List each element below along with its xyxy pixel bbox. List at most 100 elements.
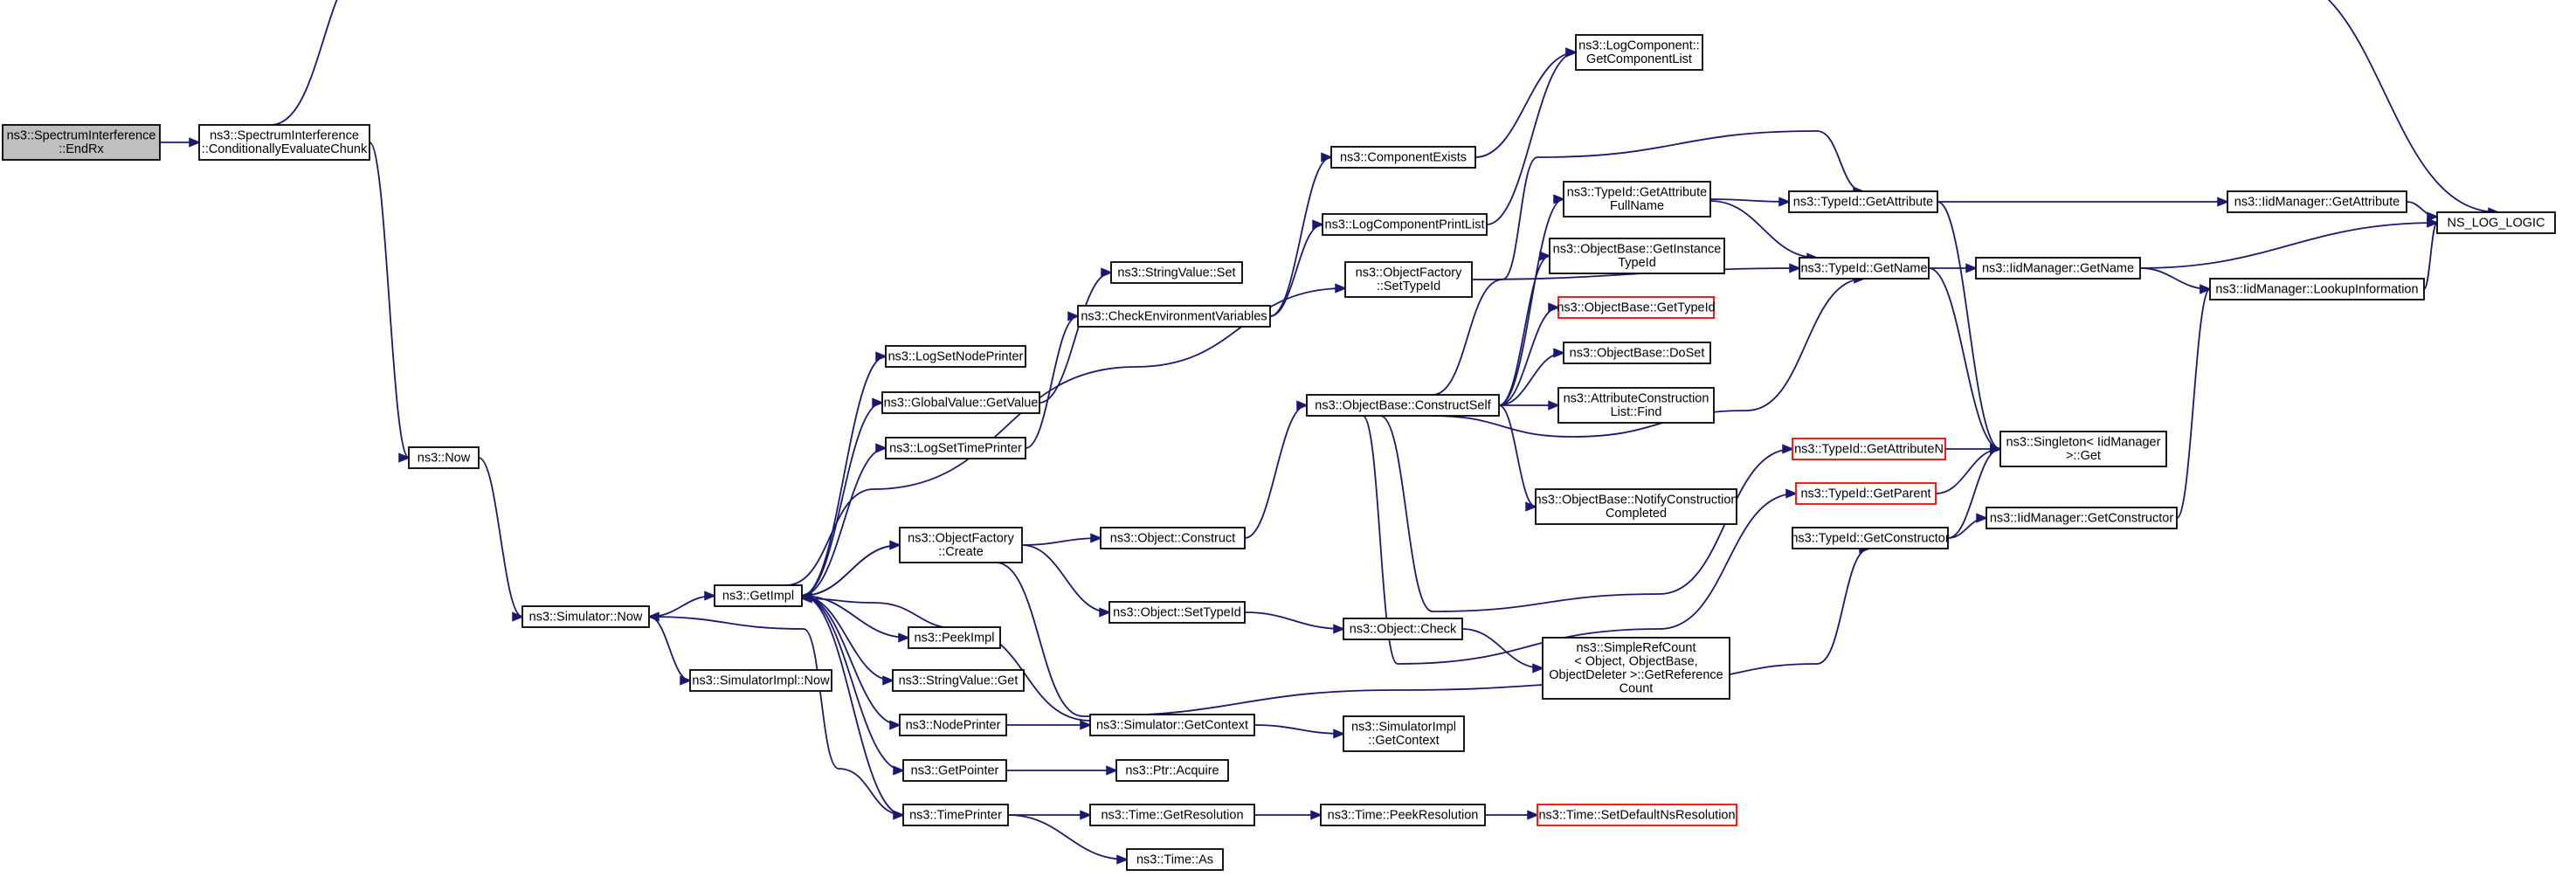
node-logsettimeprinter[interactable]: ns3::LogSetTimePrinter xyxy=(885,437,1026,459)
node-typeidgetconstructor[interactable]: ns3::TypeId::GetConstructor xyxy=(1791,527,1950,549)
node-box[interactable] xyxy=(2209,278,2425,300)
node-box[interactable] xyxy=(1975,257,2141,280)
node-nodeprinter[interactable]: ns3::NodePrinter xyxy=(899,714,1007,736)
node-typeidgetname[interactable]: ns3::TypeId::GetName xyxy=(1799,257,1930,280)
node-box[interactable] xyxy=(689,669,832,692)
node-cond[interactable]: ns3::SpectrumInterference::Conditionally… xyxy=(198,124,370,161)
node-box[interactable] xyxy=(1126,848,1224,871)
node-box[interactable] xyxy=(1792,438,1946,460)
node-box[interactable] xyxy=(1795,482,1937,505)
node-box[interactable] xyxy=(1792,527,1949,549)
node-box[interactable] xyxy=(892,669,1025,692)
node-box[interactable] xyxy=(1557,387,1715,424)
node-objectsettypeid[interactable]: ns3::Object::SetTypeId xyxy=(1108,601,1246,624)
node-box[interactable] xyxy=(1089,714,1255,736)
node-box[interactable] xyxy=(1986,507,2178,529)
node-box[interactable] xyxy=(1535,488,1737,525)
node-globalvalue[interactable]: ns3::GlobalValue::GetValue xyxy=(881,391,1040,414)
node-setdefaultns[interactable]: ns3::Time::SetDefaultNsResolution xyxy=(1537,804,1737,826)
node-box[interactable] xyxy=(1322,213,1488,236)
node-simimplnow[interactable]: ns3::SimulatorImpl::Now xyxy=(689,669,832,692)
node-box[interactable] xyxy=(881,391,1040,414)
node-box[interactable] xyxy=(1999,431,2167,467)
node-box[interactable] xyxy=(908,626,1001,649)
node-typeidgetattr[interactable]: ns3::TypeId::GetAttribute xyxy=(1788,190,1938,213)
node-box[interactable] xyxy=(1549,238,1725,274)
node-iidgetattr[interactable]: ns3::IidManager::GetAttribute xyxy=(2227,190,2407,213)
node-simimplgetcontext[interactable]: ns3::SimulatorImpl::GetContext xyxy=(1343,715,1465,752)
node-box[interactable] xyxy=(1330,146,1476,169)
node-endrx[interactable]: ns3::SpectrumInterference::EndRx xyxy=(2,124,161,161)
node-timeprinter[interactable]: ns3::TimePrinter xyxy=(902,804,1009,826)
node-singletonget[interactable]: ns3::Singleton< IidManager >::Get xyxy=(1999,431,2167,467)
node-box[interactable] xyxy=(1089,804,1255,826)
node-simgetcontext[interactable]: ns3::Simulator::GetContext xyxy=(1089,714,1255,736)
node-box[interactable] xyxy=(1788,190,1938,213)
node-box[interactable] xyxy=(2436,211,2556,234)
node-box[interactable] xyxy=(1575,34,1703,71)
node-box[interactable] xyxy=(1563,181,1711,218)
node-box[interactable] xyxy=(902,759,1007,782)
node-box[interactable] xyxy=(198,124,370,161)
node-box[interactable] xyxy=(1557,296,1715,319)
node-timeas[interactable]: ns3::Time::As xyxy=(1126,848,1224,871)
node-box[interactable] xyxy=(1343,715,1465,752)
node-box[interactable] xyxy=(1320,804,1486,826)
node-checkenv[interactable]: ns3::CheckEnvironmentVariables xyxy=(1077,305,1271,328)
node-objfactorycreate[interactable]: ns3::ObjectFactory::Create xyxy=(899,527,1023,563)
node-objectcheck[interactable]: ns3::Object::Check xyxy=(1343,618,1463,640)
node-timepeekres[interactable]: ns3::Time::PeekResolution xyxy=(1320,804,1486,826)
node-objbasegettypeid[interactable]: ns3::ObjectBase::GetTypeId xyxy=(1557,296,1716,319)
node-nslog[interactable]: NS_LOG_LOGIC xyxy=(2436,211,2556,234)
node-simnow[interactable]: ns3::Simulator::Now xyxy=(521,605,650,628)
node-iidgetconstructor[interactable]: ns3::IidManager::GetConstructor xyxy=(1986,507,2178,529)
node-stringvalueset[interactable]: ns3::StringValue::Set xyxy=(1110,261,1243,284)
node-iidlookup[interactable]: ns3::IidManager::LookupInformation xyxy=(2209,278,2425,300)
node-box[interactable] xyxy=(1108,601,1246,624)
node-box[interactable] xyxy=(521,605,650,628)
node-objectconstruct[interactable]: ns3::Object::Construct xyxy=(1100,527,1246,549)
node-constructself[interactable]: ns3::ObjectBase::ConstructSelf xyxy=(1306,394,1500,417)
node-ptracquire[interactable]: ns3::Ptr::Acquire xyxy=(1115,759,1229,782)
node-timegetres[interactable]: ns3::Time::GetResolution xyxy=(1089,804,1255,826)
node-getimpl[interactable]: ns3::GetImpl xyxy=(714,584,803,607)
node-box[interactable] xyxy=(1306,394,1500,417)
node-box[interactable] xyxy=(1115,759,1229,782)
node-now[interactable]: ns3::Now xyxy=(408,446,480,469)
node-simplerefcount[interactable]: ns3::SimpleRefCount< Object, ObjectBase,… xyxy=(1542,637,1730,700)
node-box[interactable] xyxy=(2227,190,2407,213)
node-box[interactable] xyxy=(1537,804,1737,826)
node-logsetnodeprinter[interactable]: ns3::LogSetNodePrinter xyxy=(885,345,1026,368)
node-box[interactable] xyxy=(899,527,1023,563)
node-box[interactable] xyxy=(2,124,161,161)
node-logcompgetlist[interactable]: ns3::LogComponent::GetComponentList xyxy=(1575,34,1703,71)
node-box[interactable] xyxy=(1799,257,1930,280)
node-typeidgetattrn[interactable]: ns3::TypeId::GetAttributeN xyxy=(1792,438,1946,460)
node-objfactorysettypeid[interactable]: ns3::ObjectFactory::SetTypeId xyxy=(1344,261,1473,298)
node-box[interactable] xyxy=(1077,305,1271,328)
node-getpointer[interactable]: ns3::GetPointer xyxy=(902,759,1007,782)
node-box[interactable] xyxy=(885,437,1026,459)
node-box[interactable] xyxy=(902,804,1009,826)
node-objbasenotify[interactable]: ns3::ObjectBase::NotifyConstructionCompl… xyxy=(1535,488,1738,525)
node-box[interactable] xyxy=(1344,261,1473,298)
node-peekimpl[interactable]: ns3::PeekImpl xyxy=(908,626,1001,649)
node-box[interactable] xyxy=(899,714,1007,736)
node-box[interactable] xyxy=(1343,618,1463,640)
node-box[interactable] xyxy=(1542,637,1730,700)
node-box[interactable] xyxy=(714,584,803,607)
node-box[interactable] xyxy=(1110,261,1243,284)
node-stringvalueget[interactable]: ns3::StringValue::Get xyxy=(892,669,1025,692)
node-box[interactable] xyxy=(1563,342,1711,364)
node-iidgetname[interactable]: ns3::IidManager::GetName xyxy=(1975,257,2141,280)
node-objbasedoset[interactable]: ns3::ObjectBase::DoSet xyxy=(1563,342,1711,364)
node-typeidgetparent[interactable]: ns3::TypeId::GetParent xyxy=(1795,482,1937,505)
node-box[interactable] xyxy=(408,446,480,469)
node-logcompprintlist[interactable]: ns3::LogComponentPrintList xyxy=(1322,213,1488,236)
node-box[interactable] xyxy=(1100,527,1246,549)
node-componentexists[interactable]: ns3::ComponentExists xyxy=(1330,146,1476,169)
node-box[interactable] xyxy=(885,345,1026,368)
